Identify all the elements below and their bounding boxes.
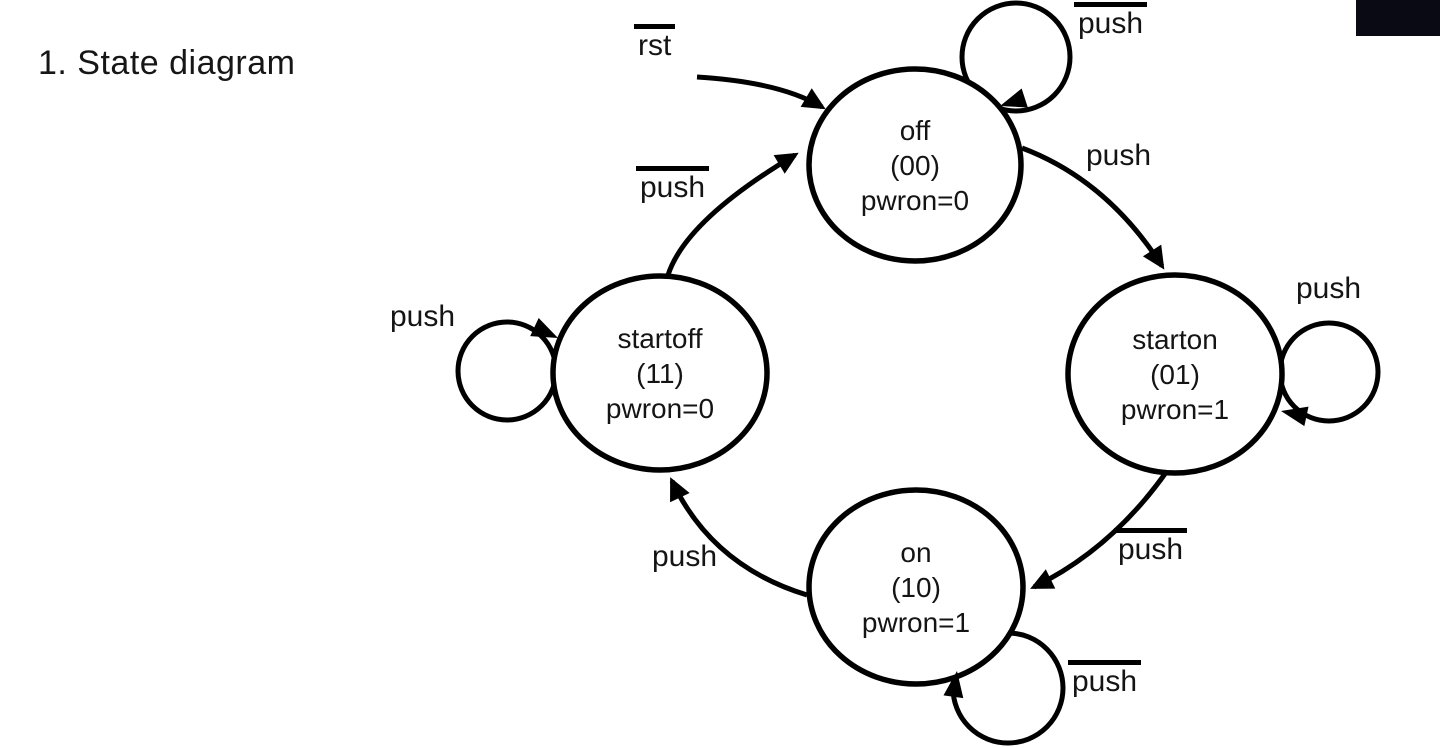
- self-loop-off: [959, 0, 1073, 114]
- edge-label-off-self: push: [1074, 2, 1148, 40]
- push-not-label: push: [636, 166, 710, 204]
- state-name: off: [899, 115, 931, 146]
- edge-label-off-to-starton: push: [1086, 140, 1151, 172]
- state-label-off: off (00) pwron=0: [805, 113, 1025, 218]
- screen-corner-artifact: [1356, 0, 1440, 36]
- edge-label-startoff-to-off: push: [636, 166, 710, 204]
- state-circle-off: [806, 66, 1024, 264]
- self-loop-off-arrowhead: [1000, 88, 1028, 108]
- state-label-starton: starton (01) pwron=1: [1065, 322, 1285, 427]
- state-code: (01): [1150, 359, 1200, 390]
- state-name: starton: [1132, 324, 1218, 355]
- push-label: push: [1086, 139, 1152, 172]
- state-circle-startoff: [550, 273, 770, 473]
- edge-label-rst: rst: [634, 24, 676, 62]
- edge-label-starton-to-on: push: [1114, 528, 1188, 566]
- state-circle-on: [806, 487, 1026, 687]
- self-loop-on-arrowhead: [943, 671, 964, 699]
- push-not-label: push: [1114, 528, 1188, 566]
- push-not-label: push: [1074, 2, 1148, 40]
- transition-off-to-starton: [1021, 145, 1165, 270]
- self-loop-starton-arrowhead: [1281, 406, 1309, 427]
- state-circle-starton: [1065, 272, 1285, 476]
- state-name: startoff: [617, 323, 703, 354]
- push-label: push: [1296, 272, 1362, 305]
- transition-starton-to-on: [1030, 469, 1170, 590]
- state-label-startoff: startoff (11) pwron=0: [550, 321, 770, 426]
- state-output: pwron=0: [605, 393, 715, 424]
- edge-label-starton-self: push: [1296, 273, 1361, 305]
- state-code: (00): [890, 150, 940, 181]
- edge-label-on-self: push: [1068, 660, 1142, 698]
- transition-on-to-startoff: [669, 477, 808, 598]
- self-loop-startoff-arrowhead: [530, 317, 558, 338]
- edge-label-on-to-startoff: push: [652, 541, 717, 573]
- state-output: pwron=1: [861, 607, 971, 638]
- transition-startoff-to-off: [665, 152, 799, 276]
- state-label-on: on (10) pwron=1: [806, 535, 1026, 640]
- push-not-label: push: [1068, 660, 1142, 698]
- push-label: push: [390, 300, 456, 333]
- state-output: pwron=0: [860, 185, 970, 216]
- page-title: 1. State diagram: [38, 44, 296, 82]
- push-label: push: [652, 540, 718, 573]
- transition-rst-to-off: [696, 74, 826, 110]
- state-output: pwron=1: [1120, 394, 1230, 425]
- state-code: (10): [891, 572, 941, 603]
- edge-label-startoff-self: push: [390, 301, 455, 333]
- rst-label: rst: [634, 24, 676, 62]
- self-loop-starton: [1277, 320, 1381, 424]
- state-code: (11): [636, 358, 684, 389]
- state-name: on: [900, 537, 932, 568]
